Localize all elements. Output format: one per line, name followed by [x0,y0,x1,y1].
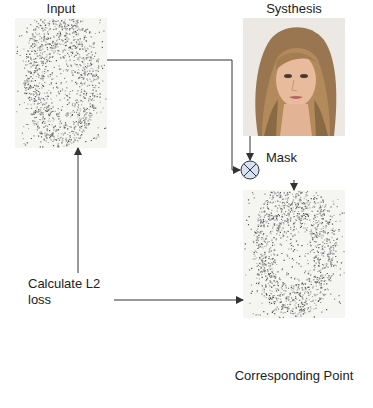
connector-arrow [107,60,240,170]
sketch-speckle [16,19,104,146]
connector-arrow [114,300,243,301]
connector-arrow [294,180,295,190]
input-sketch [16,19,106,148]
sketch-speckle [17,19,107,148]
image-caption: Systhesis [266,1,322,16]
synthesis-image-box: Systhesis [243,18,345,136]
loss-text-node: Calculate L2 loss [28,276,110,308]
masked-image [243,190,345,318]
masked-sketch [245,191,345,318]
face-photo [243,18,345,136]
note-text: Calculate L2 loss [28,276,110,308]
mask-multiply-circle: Mask [240,160,260,180]
image-caption: Input [47,1,76,16]
input-image-box: Input [15,18,107,148]
sketch-speckle [245,191,345,318]
multiply-symbol [240,160,260,180]
input-image [15,18,107,148]
corresponding-point-box: Corresponding Point [243,190,345,318]
connector-arrow [250,136,251,160]
image-caption: Mask [266,150,297,165]
connector-arrow [78,148,79,273]
sketch-speckle [245,191,345,318]
image-caption: Corresponding Point [235,368,354,383]
